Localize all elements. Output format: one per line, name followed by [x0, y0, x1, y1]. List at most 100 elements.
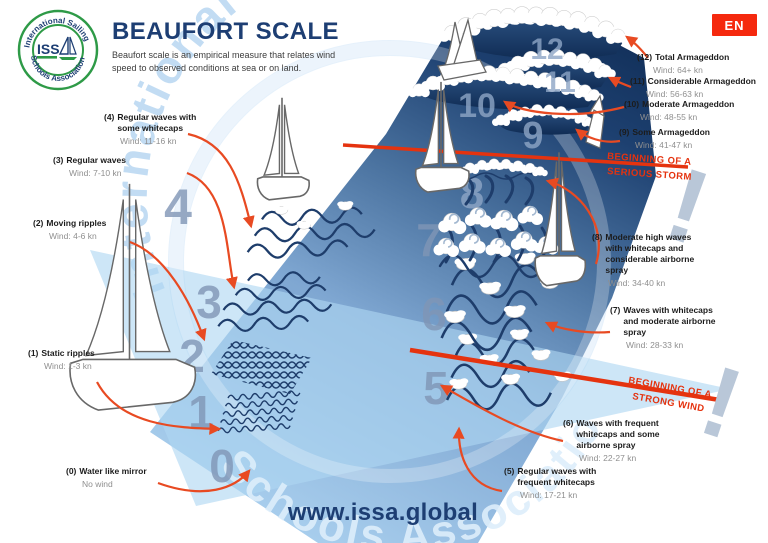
level-11-label: (11)Considerable Armageddon Wind: 56-63 …: [630, 76, 768, 101]
sailboat-sinking: [437, 17, 487, 81]
level-6-wind: Wind: 22-27 kn: [579, 453, 637, 464]
subtitle-line-2: speed to observed conditions at sea or o…: [112, 63, 302, 74]
level-4-wind: Wind: 11-16 kn: [120, 136, 177, 147]
level-11-title: Considerable Armageddon: [647, 76, 756, 86]
level-0-label: (0)Water like mirror No wind: [66, 466, 190, 491]
level-9-label: (9)Some Armageddon Wind: 41-47 kn: [619, 127, 749, 152]
level-1-title: Static ripples: [41, 348, 95, 358]
scale-number-7: 7: [416, 214, 442, 266]
scale-number-0: 0: [209, 440, 235, 492]
logo-sail-icon: [58, 36, 69, 55]
subtitle-line-1: Beaufort scale is an empirical measure t…: [112, 50, 336, 60]
level-6-label: (6)Waves with frequent whitecaps and som…: [563, 418, 689, 465]
level-6-number: (6): [563, 418, 574, 428]
waves-level-2: [211, 340, 312, 394]
annotation-arrows: [96, 35, 649, 493]
arrow-level-11: [607, 76, 632, 89]
level-4-label: (4)Regular waves with some whitecaps Win…: [104, 112, 220, 148]
level-8-wind: Wind: 34-40 kn: [608, 278, 666, 289]
arrow-level-10: [502, 100, 625, 116]
scale-number-3: 3: [196, 276, 222, 328]
website-link[interactable]: www.issa.global: [287, 499, 479, 526]
level-11-wind: Wind: 56-63 kn: [646, 89, 704, 100]
level-5-wind: Wind: 17-21 kn: [520, 490, 578, 501]
level-0-title: Water like mirror: [79, 466, 147, 476]
arrow-level-5: [452, 426, 503, 493]
level-3-title: Regular waves: [66, 155, 126, 165]
level-6-title: Waves with frequent whitecaps and some a…: [576, 418, 660, 451]
arrow-level-6: [439, 384, 564, 443]
level-0-wind: No wind: [82, 479, 113, 490]
arrow-level-3: [186, 171, 238, 290]
level-0-number: (0): [66, 466, 77, 476]
waves-level-3: [217, 271, 333, 332]
level-8-title: Moderate high waves with whitecaps and c…: [605, 232, 695, 276]
arrow-level-0: [157, 469, 251, 493]
level-2-number: (2): [33, 218, 44, 228]
storm-wave-12: [438, 5, 631, 59]
level-3-label: (3)Regular waves Wind: 7-10 kn: [53, 155, 183, 180]
arrow-level-8: [545, 177, 600, 265]
level-12-title: Total Armageddon: [655, 52, 730, 62]
storm-wave-9: [491, 104, 597, 135]
scale-number-9: 9: [522, 115, 543, 157]
level-9-number: (9): [619, 127, 630, 137]
waves-level-1: [217, 390, 301, 434]
logo-monogram: ISS: [37, 41, 60, 57]
level-5-title: Regular waves with frequent whitecaps: [517, 466, 597, 488]
level-12-wind: Wind: 64+ kn: [653, 65, 703, 76]
level-8-label: (8)Moderate high waves with whitecaps an…: [592, 232, 716, 290]
sailboat-light-breeze: [256, 97, 310, 201]
scale-number-6: 6: [421, 288, 447, 340]
storm-wave-10: [407, 65, 604, 110]
scale-number-10: 10: [458, 87, 496, 125]
level-9-title: Some Armageddon: [632, 127, 711, 137]
arrow-level-2: [129, 240, 207, 342]
level-1-number: (1): [28, 348, 39, 358]
level-9-wind: Wind: 41-47 kn: [635, 140, 693, 151]
scale-number-12: 12: [530, 33, 563, 66]
level-4-title: Regular waves with some whitecaps: [117, 112, 197, 134]
level-2-title: Moving ripples: [46, 218, 107, 228]
arrow-level-1: [96, 381, 222, 435]
level-2-wind: Wind: 4-6 kn: [49, 231, 97, 242]
arrow-level-4: [187, 132, 255, 229]
serious-storm-line: [342, 143, 689, 169]
level-7-number: (7): [610, 305, 621, 315]
level-3-number: (3): [53, 155, 64, 165]
issa-logo-graphic: International Sailing Schools Associatio…: [17, 9, 99, 91]
arrow-level-7: [544, 321, 611, 334]
header-title-block: BEAUFORT SCALE Beaufort scale is an empi…: [112, 18, 442, 75]
level-5-label: (5)Regular waves with frequent whitecaps…: [504, 466, 628, 502]
level-4-number: (4): [104, 112, 115, 122]
level-7-label: (7)Waves with whitecaps and moderate air…: [610, 305, 732, 352]
level-2-label: (2)Moving ripples Wind: 4-6 kn: [33, 218, 145, 243]
level-1-label: (1)Static ripples Wind: 1-3 kn: [28, 348, 140, 373]
level-8-number: (8): [592, 232, 603, 242]
level-10-wind: Wind: 48-55 kn: [640, 112, 698, 123]
level-7-wind: Wind: 28-33 kn: [626, 340, 684, 351]
level-10-label: (10)Moderate Armageddon Wind: 48-55 kn: [624, 99, 764, 124]
scale-number-4: 4: [164, 179, 192, 235]
level-10-title: Moderate Armageddon: [642, 99, 735, 109]
arrow-level-12: [625, 35, 649, 59]
waves-level-6: [440, 251, 561, 352]
level-10-number: (10): [624, 99, 640, 109]
level-11-number: (11): [630, 76, 645, 86]
level-12-label: (12)Total Armageddon Wind: 64+ kn: [637, 52, 767, 77]
arrow-level-9: [575, 128, 621, 143]
level-7-title: Waves with whitecaps and moderate airbor…: [623, 305, 716, 338]
level-3-wind: Wind: 7-10 kn: [69, 168, 122, 179]
level-1-wind: Wind: 1-3 kn: [44, 361, 92, 372]
level-5-number: (5): [504, 466, 515, 476]
waves-level-8: [449, 158, 549, 206]
page-title: BEAUFORT SCALE: [112, 18, 339, 45]
scale-number-11: 11: [544, 66, 576, 99]
strong-wind-line: [409, 347, 727, 404]
language-badge[interactable]: EN: [712, 14, 757, 36]
waves-level-4: [246, 200, 376, 259]
scale-number-1: 1: [188, 386, 214, 438]
issa-logo: International Sailing Schools Associatio…: [16, 8, 100, 92]
